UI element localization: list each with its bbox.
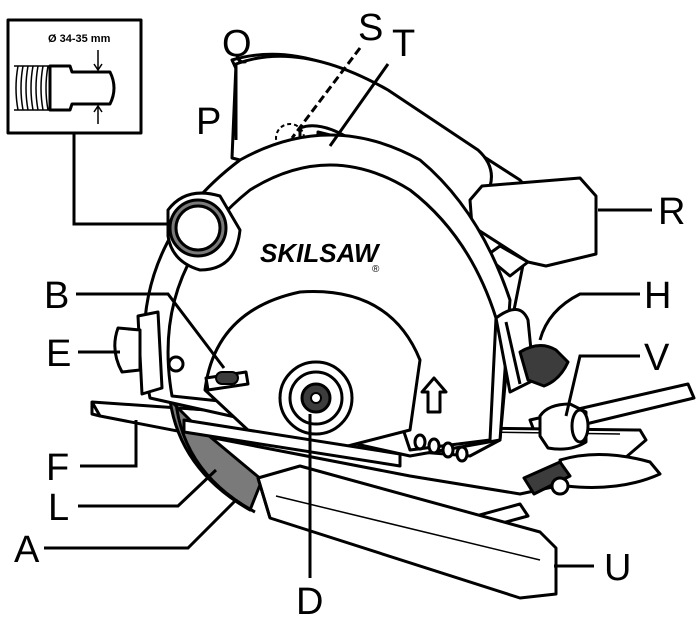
- base-plate-lip: [90, 402, 101, 418]
- label-l: L: [48, 487, 69, 529]
- dust-extraction-port: [166, 191, 242, 272]
- auxiliary-knob: [468, 176, 598, 268]
- depth-lock-knob: [518, 344, 570, 388]
- dimension-arrow-bottom: [93, 104, 103, 124]
- label-b: B: [44, 275, 69, 317]
- leader-line-t: [328, 63, 390, 147]
- part-labels: A B D E F H L P Q R S T U V: [14, 7, 685, 620]
- label-r: R: [658, 191, 685, 233]
- dimension-arrow-top: [93, 50, 103, 72]
- label-v: V: [644, 337, 670, 379]
- leader-line-b: [76, 292, 226, 369]
- leader-line-h: [538, 292, 640, 341]
- saw-illustration: SKILSAW ®: [90, 52, 696, 600]
- label-p: P: [196, 101, 221, 143]
- blade-arbor: [278, 360, 354, 436]
- lower-guard-lever: [182, 418, 402, 468]
- hose-nozzle: [48, 64, 116, 112]
- leader-line-v: [564, 354, 640, 417]
- rip-fence-ridge: [275, 495, 541, 561]
- pivot-screw: [167, 355, 185, 373]
- leader-line-a: [44, 498, 238, 550]
- label-d: D: [296, 581, 323, 620]
- label-a: A: [14, 529, 40, 571]
- bevel-slot-insert: [215, 371, 239, 385]
- rip-fence: [256, 464, 558, 600]
- depth-quadrant-slot: [504, 321, 522, 385]
- inset-measurement-text: Ø 34-35 mm: [48, 33, 111, 45]
- leader-lines: [44, 47, 652, 578]
- bevel-clamp-screw: [550, 476, 570, 496]
- hose-ribs: [14, 65, 51, 111]
- dust-hose-inset: Ø 34-35 mm: [6, 18, 143, 135]
- inset-connector-arrow: [72, 133, 196, 226]
- label-f: F: [46, 447, 69, 489]
- label-q: Q: [222, 23, 252, 65]
- label-h: H: [644, 275, 671, 317]
- front-bracket: [136, 310, 164, 396]
- leader-line-f: [80, 420, 138, 468]
- direction-arrow-icon: [420, 376, 448, 414]
- label-s: S: [358, 7, 383, 49]
- label-e: E: [46, 333, 71, 375]
- leader-line-l: [78, 468, 218, 508]
- rip-fence-edge: [256, 477, 272, 519]
- label-t: T: [392, 23, 415, 65]
- brand-registered-mark: ®: [372, 264, 380, 275]
- label-u: U: [604, 547, 631, 589]
- leader-line-s: [290, 47, 362, 139]
- bevel-scale: [558, 453, 662, 489]
- depth-knob-left: [113, 326, 142, 374]
- brand-logo: SKILSAW: [260, 238, 381, 268]
- auxiliary-knob-stem: [484, 244, 530, 278]
- saw-blade-edge: [173, 389, 256, 514]
- bevel-clamp: [522, 460, 572, 496]
- motor-vents: [413, 433, 469, 463]
